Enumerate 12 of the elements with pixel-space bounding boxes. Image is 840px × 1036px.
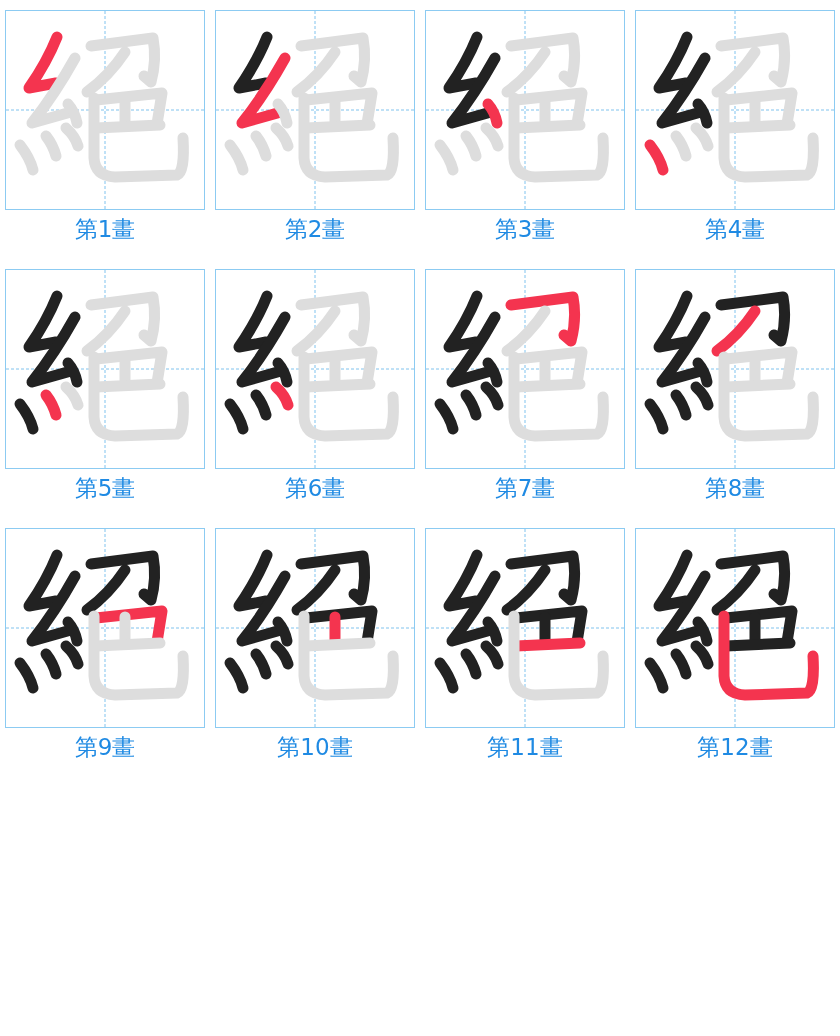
stroke-number-caption: 第11畫 [487,733,563,762]
stroke-number-caption: 第2畫 [284,215,346,244]
stroke-number-caption: 第8畫 [704,474,766,503]
stroke-number-caption: 第12畫 [697,733,773,762]
stroke-number-caption: 第7畫 [494,474,556,503]
stroke-number-caption: 第3畫 [494,215,556,244]
stroke-number-caption: 第5畫 [74,474,136,503]
stroke-number-caption: 第6畫 [284,474,346,503]
stroke-number-caption: 第1畫 [74,215,136,244]
stroke-number-caption: 第4畫 [704,215,766,244]
stroke-number-caption: 第10畫 [277,733,353,762]
stroke-number-caption: 第9畫 [74,733,136,762]
